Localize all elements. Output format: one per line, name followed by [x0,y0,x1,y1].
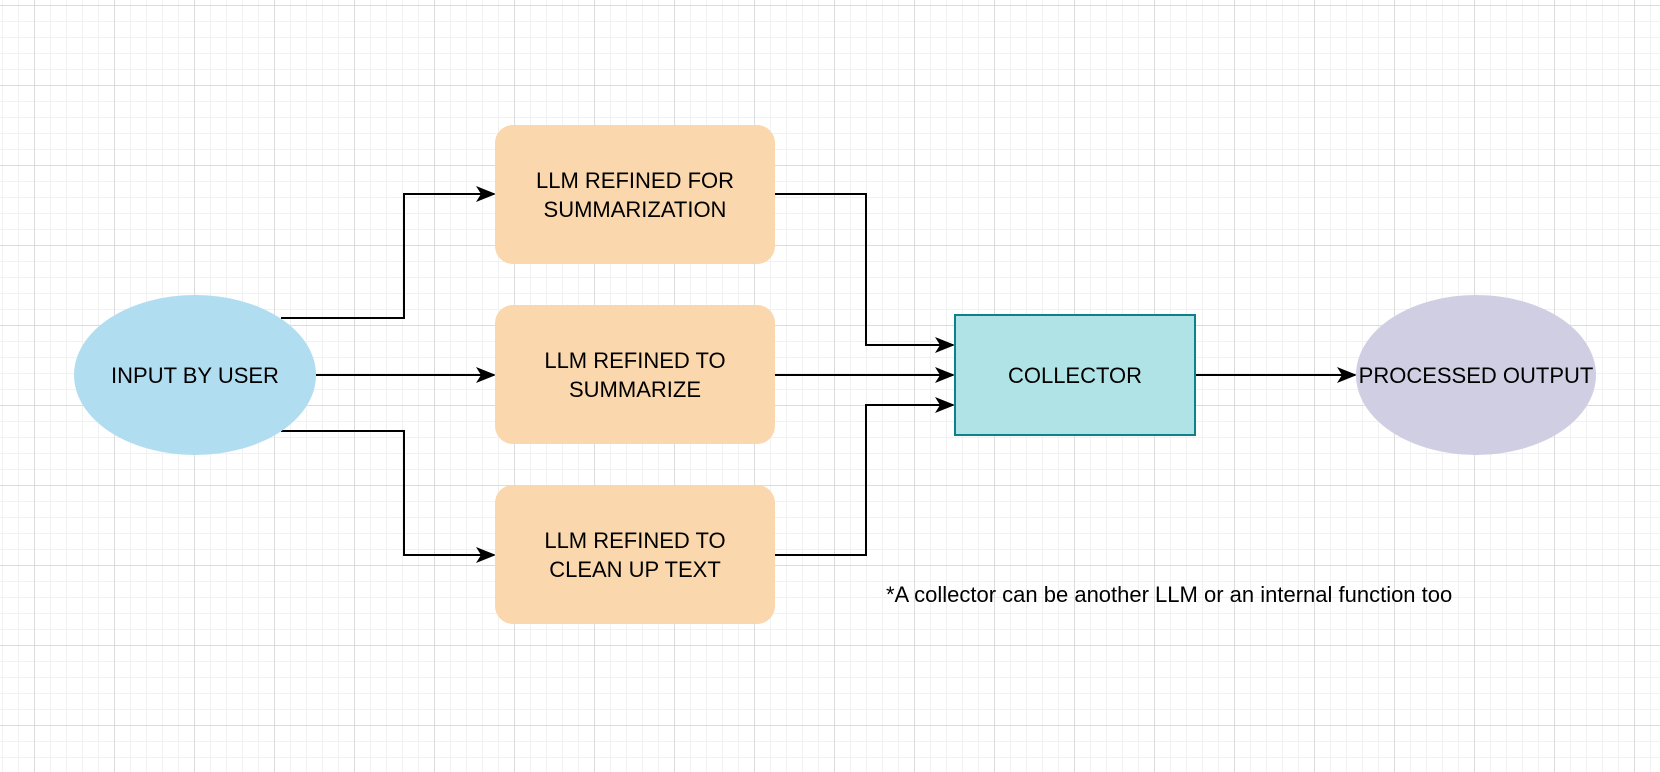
edge-input-to-cleanup [281,430,496,563]
edge-input-to-summarization [281,186,496,319]
node-llm-refined-to-clean-up-text[interactable]: LLM REFINED TO CLEAN UP TEXT [495,485,775,624]
node-collector[interactable]: COLLECTOR [954,314,1196,436]
node-label: INPUT BY USER [111,362,279,388]
node-input-by-user[interactable]: INPUT BY USER [74,295,316,455]
edge-cleanup-to-collector [775,397,955,556]
node-llm-refined-for-summarization[interactable]: LLM REFINED FOR SUMMARIZATION [495,125,775,264]
collector-footnote: *A collector can be another LLM or an in… [886,582,1453,607]
edge-summarization-to-collector [775,193,955,353]
node-label: PROCESSED OUTPUT [1358,362,1594,388]
node-label: LLM REFINED TO SUMMARIZE [544,347,726,402]
node-processed-output[interactable]: PROCESSED OUTPUT [1356,295,1596,455]
node-label: LLM REFINED TO CLEAN UP TEXT [544,527,726,582]
node-label: LLM REFINED FOR SUMMARIZATION [535,167,735,222]
node-label: COLLECTOR [1007,362,1143,388]
node-llm-refined-to-summarize[interactable]: LLM REFINED TO SUMMARIZE [495,305,775,444]
